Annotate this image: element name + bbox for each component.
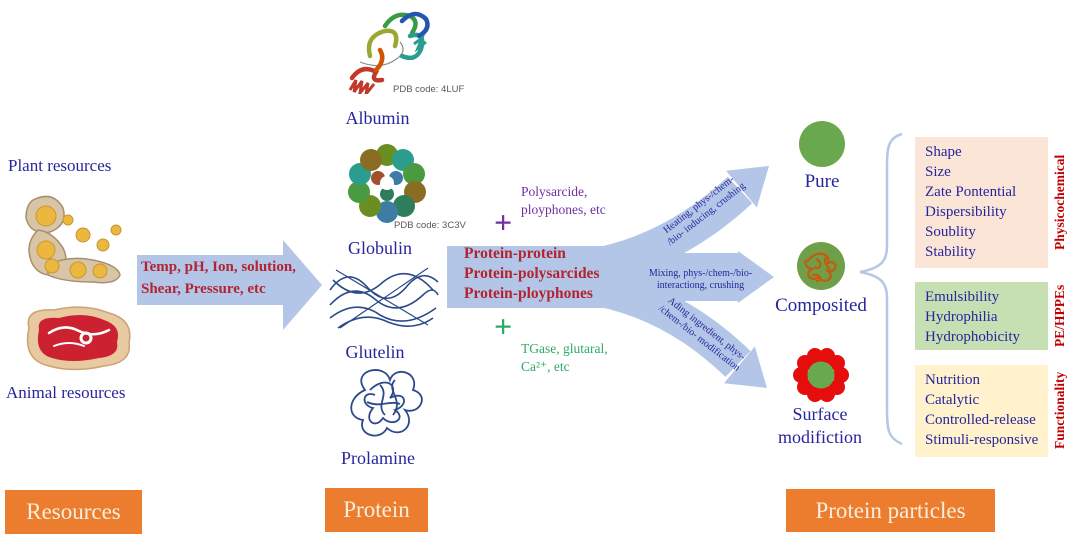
property-item: Catalytic [925,392,980,408]
glutelin-label: Glutelin [345,342,405,362]
property-item: Stimuli-responsive [925,432,1039,448]
complex-line2: Protein-polysarcides [464,265,600,282]
property-item: Shape [925,144,962,160]
crosslinkers-line2: Ca²⁺, etc [521,359,570,375]
globulin-structure-illustration [348,144,426,223]
curly-brace [859,132,903,446]
composited-route-label: Mixing, phys-/chem-/bio- interactiong, c… [638,268,763,292]
pe-hppes-category-label: PE/HPPEs [1052,284,1067,348]
soybean-pod-illustration [25,195,122,284]
conditions-arrow [137,240,322,330]
conditions-text: Temp, pH, Ion, solution, Shear, Pressure… [141,256,326,300]
polymer-additives-line1: Polysarcide, [521,184,588,199]
physicochemical-box: Shape Size Zate Pontential Dispersibilit… [915,137,1048,268]
polymer-additives-text: Polysarcide, ployphones, etc [521,183,606,219]
crosslinkers-line1: TGase, glutaral, [521,341,608,356]
functionality-box: Nutrition Catalytic Controlled-release S… [915,365,1048,457]
composited-label: Composited [775,295,867,316]
crosslinkers-text: TGase, glutaral, Ca²⁺, etc [521,340,608,376]
pure-label: Pure [804,171,840,192]
globulin-pdb-code: PDB code: 3C3V [394,220,466,231]
surface-modified-particle-illustration [793,348,849,402]
glutelin-structure-illustration [329,267,439,329]
prolamine-label: Prolamine [341,448,415,468]
conditions-line2: Shear, Pressure, etc [141,281,266,297]
composited-particle-illustration [797,242,845,290]
complex-line3: Protein-ployphones [464,285,593,302]
complex-line1: Protein-protein [464,245,566,262]
property-item: Zate Pontential [925,184,1017,200]
plant-resources-label: Plant resources [8,156,112,175]
conditions-line1: Temp, pH, Ion, solution, [141,259,296,275]
plus-sign-bottom: + [494,308,513,344]
property-item: Hydrophobicity [925,329,1020,345]
stage-label-protein-particles: Protein particles [786,489,995,532]
functionality-category-label: Functionality [1052,371,1067,449]
property-item: Soublity [925,224,976,240]
surface-label-line2: modifiction [778,426,862,447]
property-item: Hydrophilia [925,309,998,325]
globulin-label: Globulin [347,238,412,258]
stage-label-protein: Protein [325,488,428,532]
surface-label-line1: Surface [792,404,848,424]
prolamine-structure-illustration [350,369,423,437]
property-item: Emulsibility [925,289,1000,305]
albumin-pdb-code: PDB code: 4LUF [393,84,465,95]
animal-resources-label: Animal resources [6,383,126,402]
pure-particle-illustration [799,121,845,167]
property-item: Controlled-release [925,412,1036,428]
physicochemical-category-label: Physicochemical [1052,154,1067,251]
stage-label-resources: Resources [5,490,142,534]
property-item: Nutrition [925,372,980,388]
property-item: Stability [925,244,976,260]
composited-route-line1: Mixing, phys-/chem-/bio- [648,268,753,279]
property-item: Size [925,164,951,180]
surface-modification-label: Surface modifiction [762,403,878,448]
property-item: Dispersibility [925,204,1007,220]
polymer-additives-line2: ployphones, etc [521,202,606,218]
albumin-label: Albumin [345,108,410,128]
pe-hppes-box: Emulsibility Hydrophilia Hydrophobicity [915,282,1048,350]
composited-route-line2: interactiong, crushing [656,280,745,291]
meat-illustration [26,306,131,371]
branching-arrow [447,166,774,388]
protein-complexes-text: Protein-protein Protein-polysarcides Pro… [464,244,599,304]
plus-sign-top: + [494,204,513,240]
albumin-structure-illustration [348,11,430,94]
